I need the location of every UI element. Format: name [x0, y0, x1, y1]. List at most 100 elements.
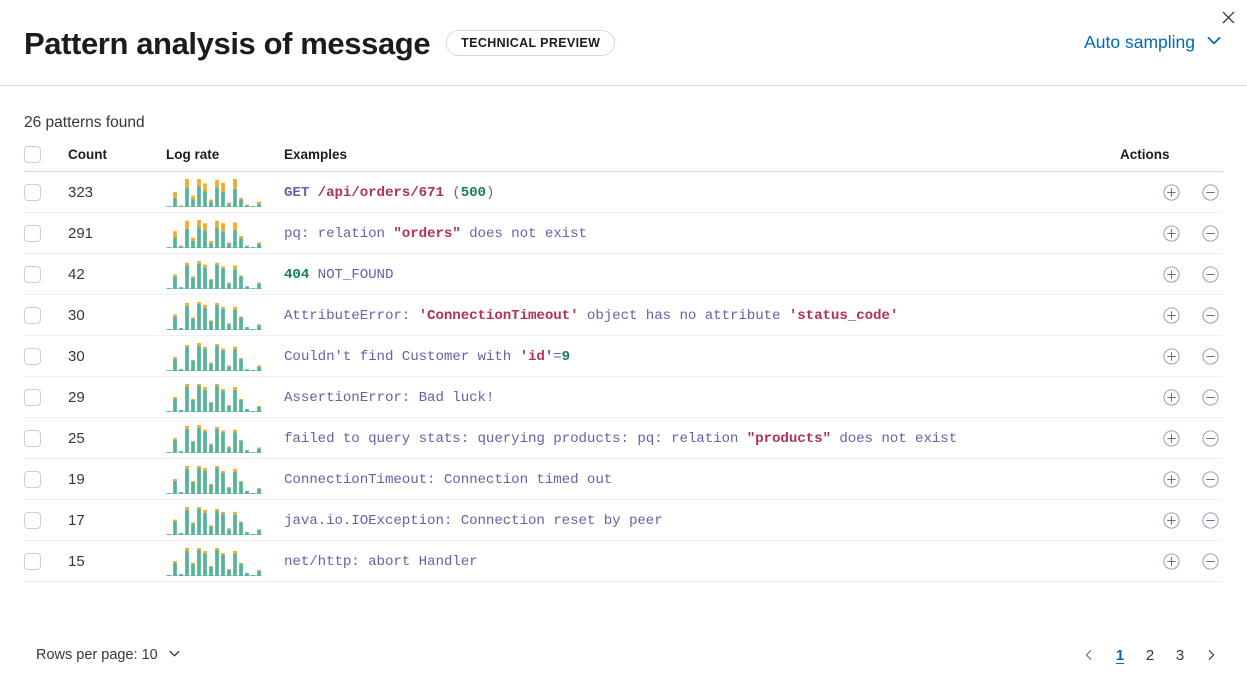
table-row[interactable]: 29 AssertionError: Bad luck! — [24, 376, 1223, 418]
row-example: AssertionError: Bad luck! — [284, 376, 1120, 418]
page-title: Pattern analysis of message — [24, 26, 431, 61]
chevron-right-icon[interactable] — [1199, 642, 1223, 668]
row-checkbox[interactable] — [24, 183, 41, 201]
table-row[interactable]: 30 AttributeError: 'ConnectionTimeout' o… — [24, 294, 1223, 336]
example-token: 'id' — [519, 349, 554, 365]
row-count: 17 — [68, 499, 166, 541]
row-log-rate-sparkline — [166, 253, 284, 295]
page-button-2[interactable]: 2 — [1145, 646, 1155, 664]
table-row[interactable]: 30 Couldn't find Customer with 'id'=9 — [24, 335, 1223, 377]
example-token: 'ConnectionTimeout' — [418, 308, 579, 324]
circle-minus-icon[interactable] — [1200, 428, 1221, 449]
row-log-rate-sparkline — [166, 294, 284, 336]
circle-plus-icon[interactable] — [1161, 305, 1182, 326]
patterns-table-head: Count Log rate Examples Actions — [24, 139, 1223, 172]
row-example: GET /api/orders/671 (500) — [284, 171, 1120, 213]
example-token: /api/orders/671 — [317, 185, 444, 201]
table-row[interactable]: 17 java.io.IOException: Connection reset… — [24, 499, 1223, 541]
table-row[interactable]: 25 failed to query stats: querying produ… — [24, 417, 1223, 459]
row-log-rate-sparkline — [166, 417, 284, 459]
row-checkbox[interactable] — [24, 429, 41, 447]
example-token: AttributeError: — [284, 308, 419, 324]
row-checkbox[interactable] — [24, 347, 41, 365]
example-token: failed to query stats: querying products… — [284, 431, 747, 447]
circle-plus-icon[interactable] — [1161, 510, 1182, 531]
page-button-1[interactable]: 1 — [1115, 646, 1125, 664]
example-token: "products" — [746, 431, 831, 447]
table-footer: Rows per page: 10 1 2 3 — [0, 626, 1247, 684]
auto-sampling-control[interactable]: Auto sampling — [1084, 31, 1223, 54]
circle-plus-icon[interactable] — [1161, 387, 1182, 408]
row-select-cell — [24, 171, 68, 213]
table-row[interactable]: 323 GET /api/orders/671 (500) — [24, 171, 1223, 213]
row-select-cell — [24, 212, 68, 254]
circle-minus-icon[interactable] — [1200, 469, 1221, 490]
select-all-checkbox[interactable] — [24, 146, 41, 163]
table-row[interactable]: 19 ConnectionTimeout: Connection timed o… — [24, 458, 1223, 500]
row-checkbox[interactable] — [24, 388, 41, 406]
example-token: java.io.IOException: Connection reset by… — [284, 513, 663, 529]
page-button-3[interactable]: 3 — [1175, 646, 1185, 664]
column-header-count: Count — [68, 139, 166, 172]
circle-plus-icon[interactable] — [1161, 346, 1182, 367]
circle-plus-icon[interactable] — [1161, 264, 1182, 285]
row-select-cell — [24, 499, 68, 541]
row-example: 404 NOT_FOUND — [284, 253, 1120, 295]
circle-plus-icon[interactable] — [1161, 428, 1182, 449]
row-log-rate-sparkline — [166, 376, 284, 418]
row-count: 42 — [68, 253, 166, 295]
rows-per-page-selector[interactable]: Rows per page: 10 — [36, 646, 182, 665]
row-select-cell — [24, 458, 68, 500]
row-log-rate-sparkline — [166, 212, 284, 254]
chevron-left-icon[interactable] — [1077, 642, 1101, 668]
chevron-down-icon — [167, 646, 182, 665]
row-actions-cell — [1120, 253, 1223, 295]
row-checkbox[interactable] — [24, 306, 41, 324]
row-example: net/http: abort Handler — [284, 540, 1120, 582]
panel-body: 26 patterns found Count Log rate Example… — [0, 86, 1247, 582]
circle-plus-icon[interactable] — [1161, 182, 1182, 203]
circle-plus-icon[interactable] — [1161, 551, 1182, 572]
circle-minus-icon[interactable] — [1200, 305, 1221, 326]
example-token: NOT_FOUND — [309, 267, 394, 283]
circle-minus-icon[interactable] — [1200, 346, 1221, 367]
table-row[interactable]: 291 pq: relation "orders" does not exist — [24, 212, 1223, 254]
row-log-rate-sparkline — [166, 171, 284, 213]
row-count: 30 — [68, 294, 166, 336]
row-checkbox[interactable] — [24, 552, 41, 570]
circle-plus-icon[interactable] — [1161, 223, 1182, 244]
row-example: ConnectionTimeout: Connection timed out — [284, 458, 1120, 500]
circle-minus-icon[interactable] — [1200, 387, 1221, 408]
panel-header: Pattern analysis of message TECHNICAL PR… — [0, 0, 1247, 86]
row-checkbox[interactable] — [24, 224, 41, 242]
row-actions-cell — [1120, 294, 1223, 336]
example-token: "orders" — [393, 226, 461, 242]
chevron-down-icon — [1205, 31, 1223, 54]
circle-minus-icon[interactable] — [1200, 551, 1221, 572]
example-token: 500 — [460, 185, 486, 201]
table-row[interactable]: 15 net/http: abort Handler — [24, 540, 1223, 582]
row-checkbox[interactable] — [24, 265, 41, 283]
circle-minus-icon[interactable] — [1200, 223, 1221, 244]
row-example: AttributeError: 'ConnectionTimeout' obje… — [284, 294, 1120, 336]
example-token: 9 — [561, 349, 571, 365]
row-checkbox[interactable] — [24, 511, 41, 529]
table-row[interactable]: 42 404 NOT_FOUND — [24, 253, 1223, 295]
close-icon[interactable] — [1215, 4, 1241, 30]
example-token: 404 — [284, 267, 310, 283]
row-count: 30 — [68, 335, 166, 377]
circle-minus-icon[interactable] — [1200, 182, 1221, 203]
circle-plus-icon[interactable] — [1161, 469, 1182, 490]
row-checkbox[interactable] — [24, 470, 41, 488]
row-log-rate-sparkline — [166, 540, 284, 582]
row-count: 15 — [68, 540, 166, 582]
example-token: GET — [284, 185, 318, 201]
technical-preview-badge: TECHNICAL PREVIEW — [446, 29, 616, 56]
rows-per-page-label: Rows per page: 10 — [36, 647, 158, 663]
row-log-rate-sparkline — [166, 499, 284, 541]
row-actions-cell — [1120, 335, 1223, 377]
circle-minus-icon[interactable] — [1200, 510, 1221, 531]
circle-minus-icon[interactable] — [1200, 264, 1221, 285]
table-header-row: Count Log rate Examples Actions — [24, 139, 1223, 172]
